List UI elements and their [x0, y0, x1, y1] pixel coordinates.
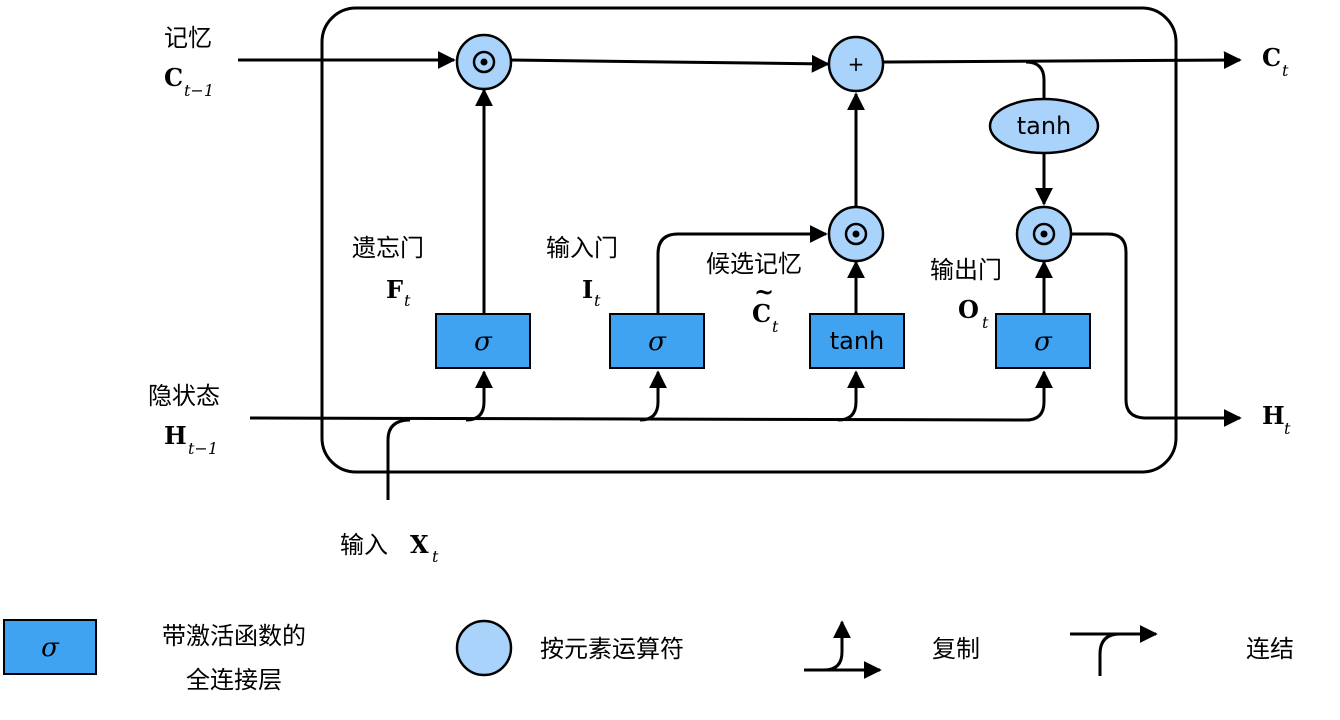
legend-fc-symbol: σ: [41, 633, 60, 663]
memory-to-tanh: [1025, 60, 1046, 100]
branch-candidate: [837, 370, 865, 422]
legend-fc-line2: 全连接层: [186, 666, 282, 694]
memory-output-line: [883, 51, 1242, 70]
output-multiply-op: [1015, 205, 1073, 263]
legend-fc-box: σ: [3, 619, 97, 675]
hidden-input-sub: t−1: [188, 439, 218, 458]
memory-input-var: C: [164, 63, 183, 92]
tanh-ellipse-op: tanh: [988, 97, 1100, 155]
hidden-input-label: 隐状态: [148, 382, 220, 410]
output-gate-var: O: [958, 295, 979, 324]
input-to-mult: [656, 225, 828, 314]
input-gate-label: 输入门: [546, 234, 618, 262]
input-gate-symbol: σ: [648, 327, 667, 357]
memory-mid-line: [509, 54, 830, 73]
hidden-input-var: H: [164, 421, 187, 450]
forget-gate-sub: t: [404, 291, 411, 310]
memory-input-sub: t−1: [184, 81, 214, 100]
output-gate-box: σ: [995, 313, 1091, 369]
candidate-label: 候选记忆: [706, 250, 802, 278]
memory-add-op: +: [827, 35, 885, 93]
legend-copy-icon: [804, 620, 882, 679]
legend-elementwise-label: 按元素运算符: [540, 635, 684, 663]
legend-fc-line1: 带激活函数的: [162, 622, 306, 650]
input-x-label: 输入: [340, 531, 388, 559]
output-gate-sub: t: [982, 313, 989, 332]
output-gate-label: 输出门: [930, 256, 1002, 284]
candidate-box-label: tanh: [830, 327, 885, 355]
input-gate-var: I: [582, 275, 593, 304]
memory-output-var: C: [1262, 43, 1281, 72]
branch-input: [639, 370, 667, 422]
memory-input-label: 记忆: [164, 24, 212, 52]
forget-gate-label: 遗忘门: [352, 234, 424, 262]
legend-concat-label: 连结: [1246, 635, 1294, 663]
legend-copy-label: 复制: [932, 635, 980, 663]
input-multiply-op: [827, 205, 885, 263]
hidden-output-line: [1072, 232, 1242, 427]
tanh-ellipse-label: tanh: [1017, 112, 1072, 140]
input-gate-box: σ: [609, 313, 705, 369]
input-x-sub: t: [432, 547, 439, 566]
hidden-output-var: H: [1262, 401, 1285, 430]
branch-forget: [465, 370, 493, 422]
candidate-box: tanh: [809, 313, 905, 369]
candidate-tilde: ~: [754, 277, 774, 306]
forget-gate-box: σ: [435, 313, 531, 369]
forget-multiply-op: [455, 33, 513, 91]
hidden-output-sub: t: [1284, 419, 1291, 438]
legend-elementwise-icon: [455, 619, 513, 677]
add-symbol: +: [848, 52, 865, 76]
forget-gate-symbol: σ: [474, 327, 493, 357]
output-gate-symbol: σ: [1034, 327, 1053, 357]
input-gate-sub: t: [594, 291, 601, 310]
branch-output: [1025, 370, 1053, 422]
input-x-line: [386, 418, 411, 500]
lstm-cell-frame: [320, 6, 1178, 474]
legend-concat-icon: [1070, 625, 1158, 676]
legend: σ 带激活函数的 全连接层 按元素运算符 复制 连结: [3, 619, 1294, 694]
forget-gate-var: F: [386, 275, 403, 304]
input-x-var: X: [410, 530, 429, 559]
candidate-var: C: [752, 299, 771, 328]
candidate-sub: t: [772, 317, 779, 336]
memory-output-sub: t: [1282, 61, 1289, 80]
